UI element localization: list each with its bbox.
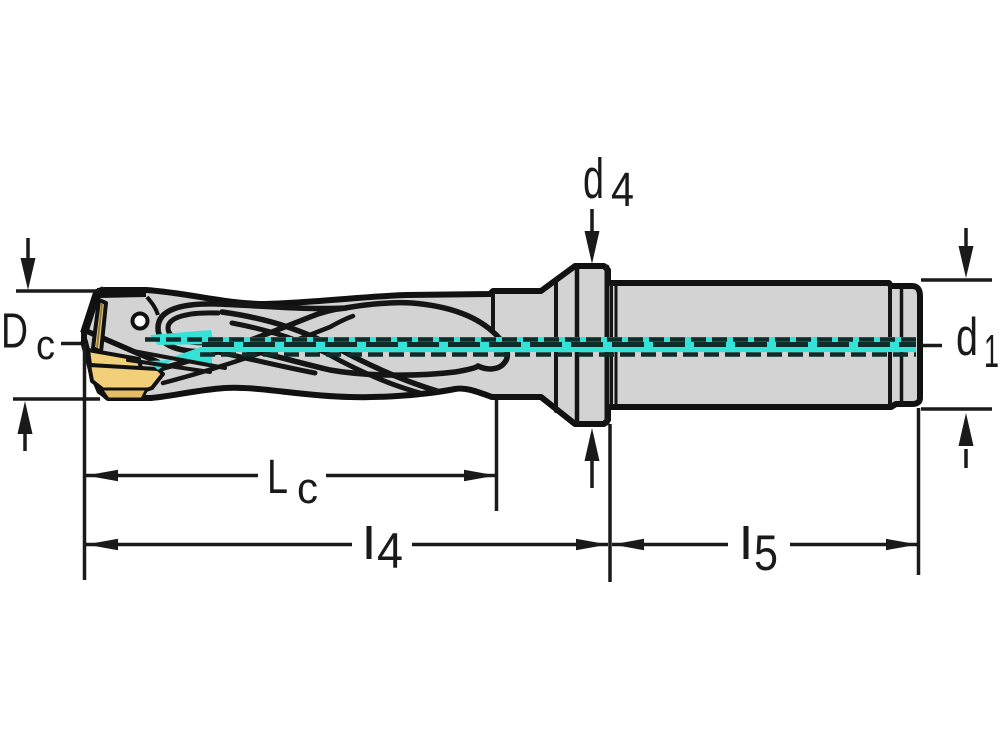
svg-text:d: d bbox=[956, 308, 978, 367]
svg-text:4: 4 bbox=[611, 164, 634, 217]
svg-text:L: L bbox=[267, 451, 288, 504]
svg-text:1: 1 bbox=[984, 325, 999, 377]
svg-text:c: c bbox=[297, 464, 318, 513]
svg-text:D: D bbox=[1, 305, 28, 359]
svg-text:d: d bbox=[583, 147, 604, 211]
svg-text:5: 5 bbox=[754, 525, 778, 581]
svg-text:c: c bbox=[36, 321, 55, 368]
svg-text:4: 4 bbox=[377, 523, 403, 579]
